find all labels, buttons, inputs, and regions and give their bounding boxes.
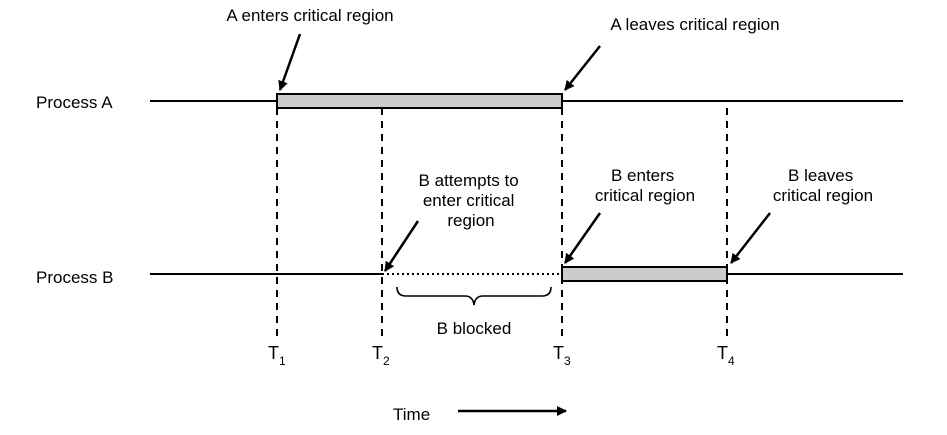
tick-t3: T3 [553,343,571,368]
process-b-critical-region [561,266,728,282]
b-blocked-label: B blocked [437,319,512,338]
b-leaves-line-2: critical region [773,186,873,205]
tick-t4-main: T [717,343,728,363]
tick-t3-sub: 3 [564,354,571,368]
b-attempts-line-2: enter critical [423,191,515,210]
b-attempts-arrow [383,220,420,272]
b-attempts-line-1: B attempts to [419,171,519,190]
b-enters-line-2: critical region [595,186,695,205]
b-enters-line-1: B enters [611,166,674,185]
b-attempts-label: B attempts to enter critical region [419,171,524,230]
b-enters-arrow [563,212,602,264]
a-enters-arrow [278,33,302,91]
time-axis-label: Time [393,405,430,424]
a-leaves-label: A leaves critical region [610,15,779,34]
tick-t1-main: T [268,343,279,363]
b-leaves-label: B leaves critical region [773,166,873,205]
b-enters-label: B enters critical region [595,166,695,205]
tick-t1-sub: 1 [279,354,286,368]
process-b-label: Process B [36,268,113,287]
tick-t2: T2 [372,343,390,368]
a-enters-label: A enters critical region [226,6,393,25]
tick-t1: T1 [268,343,286,368]
tick-t2-main: T [372,343,383,363]
a-leaves-arrow [564,45,601,91]
tick-t4: T4 [717,343,735,368]
tick-t4-sub: 4 [728,354,735,368]
process-a-critical-region [276,93,563,109]
tick-t3-main: T [553,343,564,363]
b-leaves-arrow [730,212,771,264]
b-leaves-line-1: B leaves [788,166,853,185]
tick-t2-sub: 2 [383,354,390,368]
process-a-label: Process A [36,93,113,112]
b-attempts-line-3: region [447,211,494,230]
b-blocked-brace [396,286,552,306]
